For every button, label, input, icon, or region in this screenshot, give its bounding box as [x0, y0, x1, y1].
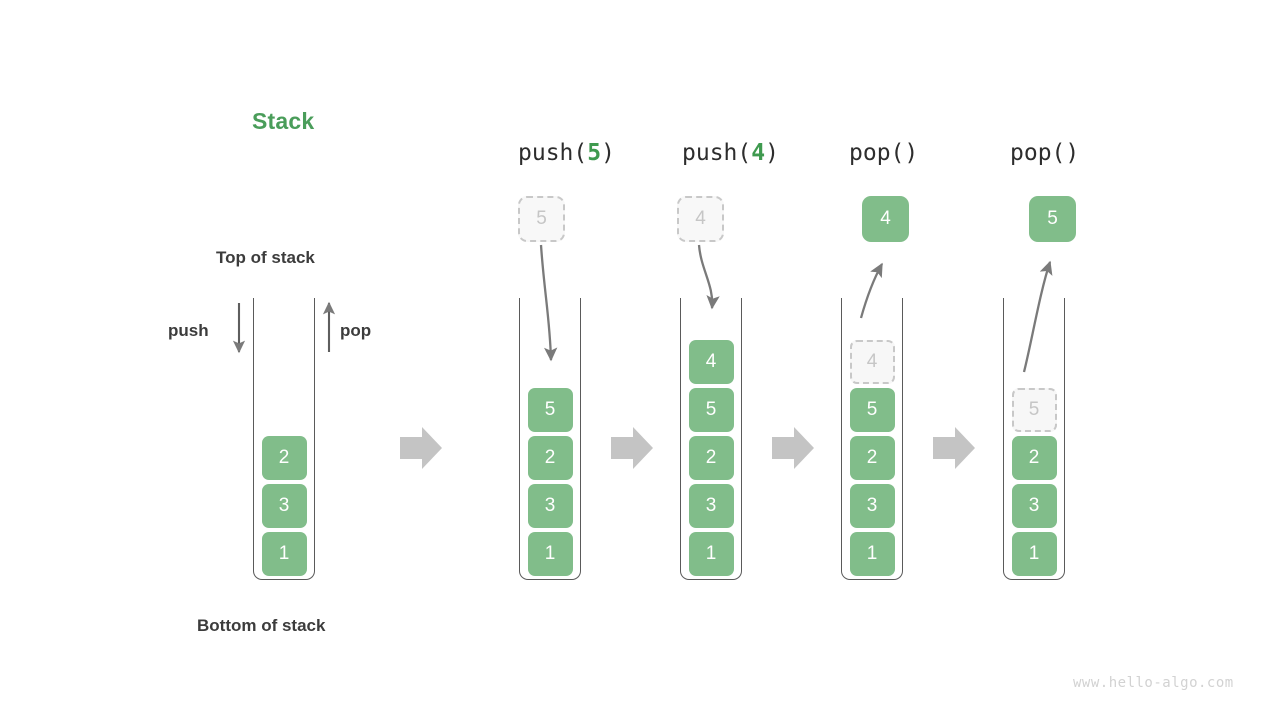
stack-cells-pop-1: 4 5 2 3 1	[841, 340, 903, 576]
push-label: push	[168, 321, 209, 340]
floating-cell-push-4: 4	[677, 196, 724, 242]
top-of-stack-label: Top of stack	[216, 248, 315, 267]
op-header-suffix: )	[904, 140, 919, 166]
bottom-of-stack-label: Bottom of stack	[197, 616, 326, 635]
op-header-suffix: )	[601, 140, 615, 166]
op-header-prefix: push(	[682, 140, 752, 166]
stack-cell: 2	[688, 436, 734, 480]
stack-cell: 1	[261, 532, 307, 576]
op-header-suffix: )	[1065, 140, 1080, 166]
step-separator-arrow	[933, 427, 975, 469]
watermark: www.hello-algo.com	[1073, 675, 1234, 691]
stack-cell: 3	[1011, 484, 1057, 528]
step-separator-arrow	[611, 427, 653, 469]
stack-cell: 3	[261, 484, 307, 528]
stack-cell: 1	[849, 532, 895, 576]
stack-cell: 2	[849, 436, 895, 480]
stack-cell: 5	[849, 388, 895, 432]
stack-container	[841, 298, 903, 580]
stack-cells-push-5: 5 2 3 1	[519, 388, 581, 576]
op-header-push-4: push(4)	[682, 140, 779, 166]
op-header-prefix: pop(	[1010, 140, 1066, 166]
stack-cell: 3	[527, 484, 573, 528]
stack-container	[1003, 298, 1065, 580]
floating-cell-pop-4: 4	[862, 196, 909, 242]
stack-column-pop-2: 5 2 3 1	[1003, 298, 1065, 580]
stack-cell: 1	[527, 532, 573, 576]
page-title: Stack	[252, 108, 315, 134]
step-separator-arrow	[400, 427, 442, 469]
stack-container	[519, 298, 581, 580]
stack-cell: 3	[688, 484, 734, 528]
stack-cell: 1	[1011, 532, 1057, 576]
stack-cells-initial: 2 3 1	[253, 436, 315, 576]
op-header-arg: 4	[751, 140, 766, 166]
op-header-suffix: )	[765, 140, 779, 166]
stack-cell: 2	[1011, 436, 1057, 480]
op-header-arg: 5	[587, 140, 602, 166]
op-header-pop-1: pop()	[849, 140, 918, 166]
op-header-pop-2: pop()	[1010, 140, 1079, 166]
stack-cells-push-4: 4 5 2 3 1	[680, 340, 742, 576]
stack-cell: 5	[688, 388, 734, 432]
op-header-prefix: push(	[518, 140, 588, 166]
pop-label: pop	[340, 321, 372, 340]
stack-cell: 5	[527, 388, 573, 432]
stack-container	[253, 298, 315, 580]
stack-column-initial: 2 3 1	[253, 298, 315, 580]
stack-cell: 2	[261, 436, 307, 480]
floating-cell-push-5: 5	[518, 196, 565, 242]
floating-cell-pop-5: 5	[1029, 196, 1076, 242]
stack-column-pop-1: 4 5 2 3 1	[841, 298, 903, 580]
op-header-push-5: push(5)	[518, 140, 615, 166]
op-header-prefix: pop(	[849, 140, 905, 166]
stack-cell: 2	[527, 436, 573, 480]
stack-cell: 4	[688, 340, 734, 384]
stack-cell: 1	[688, 532, 734, 576]
stack-cell: 3	[849, 484, 895, 528]
stack-cell-removed: 4	[849, 340, 895, 384]
stack-cells-pop-2: 5 2 3 1	[1003, 388, 1065, 576]
stack-column-push-4: 4 5 2 3 1	[680, 298, 742, 580]
stack-column-push-5: 5 2 3 1	[519, 298, 581, 580]
stack-container	[680, 298, 742, 580]
step-separator-arrow	[772, 427, 814, 469]
stack-cell-removed: 5	[1011, 388, 1057, 432]
